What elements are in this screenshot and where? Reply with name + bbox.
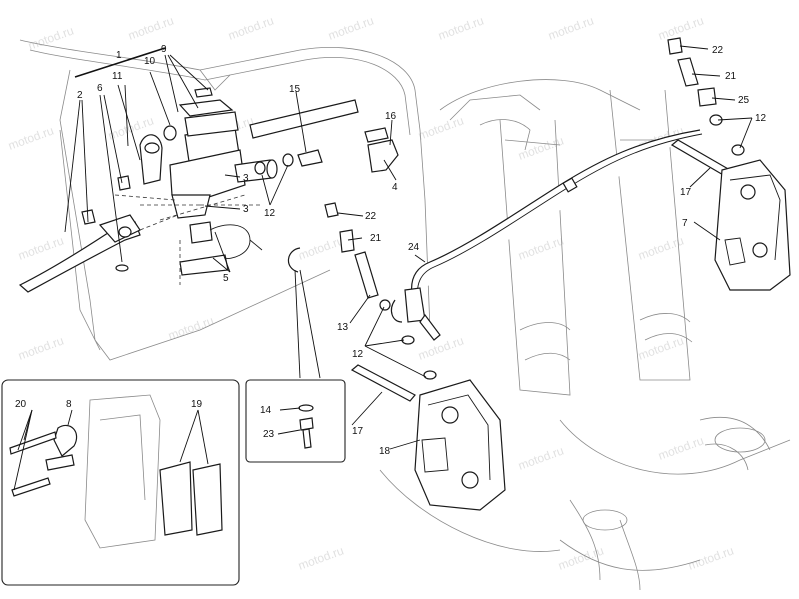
callout-21: 21	[725, 71, 737, 82]
watermark: motod.ru	[656, 13, 705, 42]
callout-23: 23	[263, 429, 275, 440]
watermark: motod.ru	[126, 13, 175, 42]
callout-18: 18	[379, 446, 391, 457]
caliper-bolt	[350, 364, 416, 402]
washer-part	[115, 264, 129, 272]
lever-bracket	[171, 194, 211, 219]
cover-plate	[178, 99, 234, 117]
screw-part	[117, 175, 131, 191]
callout-21: 21	[370, 233, 382, 244]
watermark: motod.ru	[6, 123, 55, 152]
pivot-bolt	[81, 209, 96, 225]
hose-bracket	[367, 139, 399, 173]
watermark: motod.ru	[326, 13, 375, 42]
watermark: motod.ru	[436, 13, 485, 42]
watermark: motod.ru	[686, 543, 735, 572]
master-cylinder-body	[169, 149, 246, 201]
pad-pin	[9, 431, 57, 455]
hose-fitting	[404, 287, 426, 323]
watermark: motod.ru	[416, 113, 465, 142]
callout-6: 6	[97, 83, 103, 94]
callout-19: 19	[191, 399, 203, 410]
callout-13: 13	[337, 322, 349, 333]
callout-17: 17	[680, 187, 692, 198]
brake-hose	[390, 129, 703, 341]
retaining-clip	[287, 247, 301, 273]
callout-20: 20	[15, 399, 27, 410]
callout-3: 3	[243, 204, 249, 215]
watermark: motod.ru	[546, 13, 595, 42]
caliper-bolt	[670, 139, 731, 177]
hose-clip	[562, 177, 578, 193]
watermark: motod.ru	[296, 233, 345, 262]
callout-16: 16	[385, 111, 397, 122]
watermark: motod.ru	[656, 433, 705, 462]
callout-1: 1	[116, 50, 122, 61]
callout-5: 5	[223, 273, 229, 284]
callout-9: 9	[161, 44, 167, 55]
bolt-15	[297, 149, 323, 167]
callout-12: 12	[352, 349, 364, 360]
callout-24: 24	[408, 242, 420, 253]
detail-box-caliper	[1, 379, 240, 586]
background-frame	[19, 39, 791, 591]
pad-pin	[11, 477, 51, 497]
brake-pad	[159, 461, 193, 536]
callout-2: 2	[77, 90, 83, 101]
callout-25: 25	[738, 95, 750, 106]
callout-22: 22	[712, 45, 724, 56]
leader-lines	[13, 45, 753, 491]
watermark: motod.ru	[296, 543, 345, 572]
watermark: motod.ru	[16, 233, 65, 262]
watermark: motod.ru	[16, 333, 65, 362]
callout-3: 3	[243, 173, 249, 184]
callout-12: 12	[264, 208, 276, 219]
watermark: motod.ru	[516, 233, 565, 262]
handlebar-tube	[249, 99, 359, 139]
callout-4: 4	[392, 182, 398, 193]
callout-10: 10	[144, 56, 156, 67]
callout-12: 12	[755, 113, 767, 124]
banjo-bolt	[354, 251, 379, 299]
caliper-main	[414, 379, 506, 511]
callout-14: 14	[260, 405, 272, 416]
spring-plate	[53, 424, 78, 457]
callout-11: 11	[112, 71, 123, 82]
watermark: motod.ru	[416, 333, 465, 362]
brake-light-switch	[189, 221, 213, 244]
ring-part	[163, 125, 177, 141]
callout-22: 22	[365, 211, 377, 222]
callout-8: 8	[66, 399, 72, 410]
watermark: motod.ru	[636, 333, 685, 362]
watermark: motod.ru	[516, 443, 565, 472]
callout-15: 15	[289, 84, 301, 95]
brake-pad	[192, 463, 223, 536]
callout-7: 7	[682, 218, 688, 229]
detail-box-clip	[245, 269, 346, 463]
watermark: motod.ru	[26, 23, 75, 52]
watermark: motod.ru	[226, 13, 275, 42]
callout-labels: 1 2 3 3 4 5 6 7 8 9 10 11 12 12 12 13 14…	[15, 44, 767, 457]
brake-lever	[18, 221, 141, 293]
callout-17: 17	[352, 426, 364, 437]
master-cylinder	[18, 87, 278, 293]
banjo-fitting	[139, 134, 163, 185]
caliper-right	[714, 159, 791, 291]
watermark: motod.ru	[516, 133, 565, 162]
